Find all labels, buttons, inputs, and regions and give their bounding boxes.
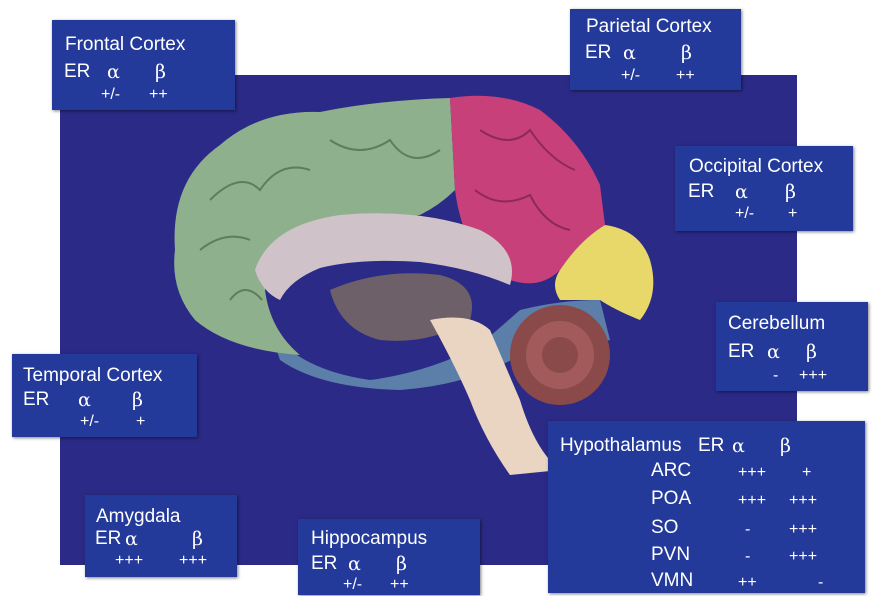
- occipital-beta-value: +: [788, 204, 797, 224]
- nucleus-name-vmn: VMN: [651, 571, 693, 591]
- hypothalamus-title: Hypothalamus: [560, 436, 681, 456]
- nucleus-alpha-vmn: ++: [738, 573, 757, 593]
- temporal-alpha-label: α: [78, 390, 91, 410]
- nucleus-name-pvn: PVN: [651, 545, 690, 565]
- amygdala-beta-label: β: [192, 529, 203, 549]
- amygdala-box: Amygdala ER α β +++ +++: [85, 495, 237, 577]
- nucleus-alpha-poa: +++: [738, 491, 766, 511]
- nucleus-name-poa: POA: [651, 489, 691, 509]
- temporal-cortex-box: Temporal Cortex ER α β +/- +: [12, 354, 197, 437]
- nucleus-beta-so: +++: [789, 520, 817, 540]
- frontal-alpha-value: +/-: [101, 85, 120, 105]
- frontal-cortex-title: Frontal Cortex: [65, 35, 185, 55]
- nucleus-beta-poa: +++: [789, 491, 817, 511]
- frontal-alpha-label: α: [107, 62, 120, 82]
- parietal-beta-label: β: [681, 43, 692, 63]
- nucleus-alpha-arc: +++: [738, 463, 766, 483]
- cerebellum-beta-value: +++: [799, 366, 827, 386]
- amygdala-alpha-label: α: [125, 529, 138, 549]
- parietal-beta-value: ++: [676, 66, 695, 86]
- hippocampus-title: Hippocampus: [311, 529, 427, 549]
- temporal-er-label: ER: [23, 390, 49, 410]
- amygdala-alpha-value: +++: [115, 551, 143, 571]
- cerebellum-title: Cerebellum: [728, 314, 825, 334]
- amygdala-er-label: ER: [95, 529, 121, 549]
- temporal-beta-label: β: [132, 390, 143, 410]
- nucleus-alpha-pvn: -: [745, 547, 750, 567]
- hypothalamus-alpha-label: α: [732, 436, 745, 456]
- temporal-beta-value: +: [136, 412, 145, 432]
- cerebellum-alpha-label: α: [767, 342, 780, 362]
- parietal-alpha-value: +/-: [621, 66, 640, 86]
- hippocampus-box: Hippocampus ER α β +/- ++: [298, 519, 480, 595]
- hippocampus-beta-label: β: [396, 554, 407, 574]
- temporal-cortex-title: Temporal Cortex: [23, 366, 162, 386]
- occipital-beta-label: β: [785, 182, 796, 202]
- frontal-er-label: ER: [64, 62, 90, 82]
- hippocampus-alpha-label: α: [348, 554, 361, 574]
- hippocampus-beta-value: ++: [390, 575, 409, 595]
- nucleus-alpha-so: -: [745, 520, 750, 540]
- amygdala-beta-value: +++: [179, 551, 207, 571]
- occipital-cortex-box: Occipital Cortex ER α β +/- +: [675, 146, 853, 231]
- cerebellum-er-label: ER: [728, 342, 754, 362]
- parietal-cortex-title: Parietal Cortex: [586, 17, 712, 37]
- amygdala-title: Amygdala: [96, 507, 181, 527]
- frontal-beta-label: β: [155, 62, 166, 82]
- hypothalamus-er-label: ER: [698, 436, 724, 456]
- frontal-cortex-box: Frontal Cortex ER α β +/- ++: [52, 20, 235, 110]
- parietal-cortex-box: Parietal Cortex ER α β +/- ++: [570, 9, 741, 90]
- nucleus-name-so: SO: [651, 518, 678, 538]
- hypothalamus-beta-label: β: [780, 436, 791, 456]
- cerebellum-alpha-value: -: [773, 366, 778, 386]
- cerebellum-beta-label: β: [806, 342, 817, 362]
- hypothalamus-box: Hypothalamus ER α β ARC +++ + POA +++ ++…: [548, 421, 865, 593]
- cerebellum-box: Cerebellum ER α β - +++: [716, 302, 868, 391]
- occipital-alpha-value: +/-: [735, 204, 754, 224]
- parietal-er-label: ER: [585, 43, 611, 63]
- frontal-beta-value: ++: [149, 85, 168, 105]
- occipital-alpha-label: α: [735, 182, 748, 202]
- occipital-er-label: ER: [688, 182, 714, 202]
- nucleus-name-arc: ARC: [651, 461, 691, 481]
- nucleus-beta-vmn: -: [818, 573, 823, 593]
- hippocampus-er-label: ER: [311, 554, 337, 574]
- nucleus-beta-pvn: +++: [789, 547, 817, 567]
- occipital-cortex-title: Occipital Cortex: [689, 157, 823, 177]
- temporal-alpha-value: +/-: [80, 412, 99, 432]
- nucleus-beta-arc: +: [802, 463, 811, 483]
- parietal-alpha-label: α: [623, 43, 636, 63]
- hippocampus-alpha-value: +/-: [343, 575, 362, 595]
